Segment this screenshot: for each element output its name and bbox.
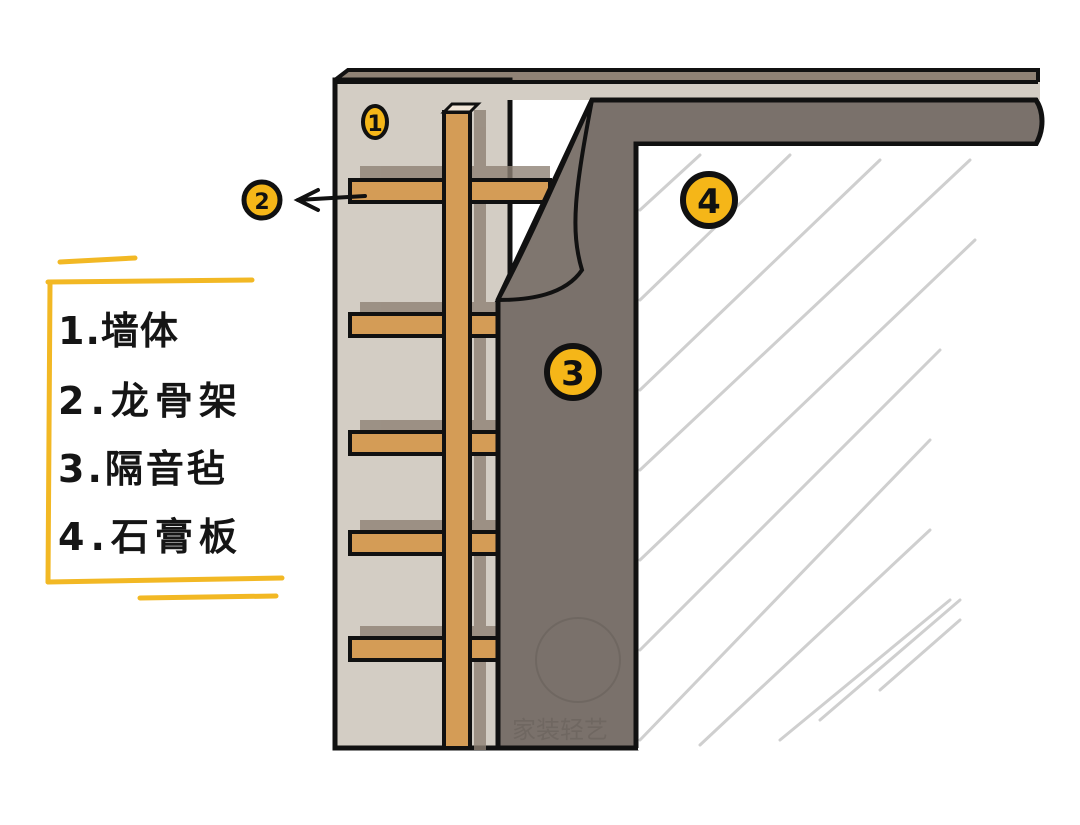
arrow-left-icon bbox=[293, 188, 367, 212]
legend-item-keel-frame: 2.龙骨架 bbox=[58, 379, 243, 423]
svg-text:1: 1 bbox=[367, 112, 382, 137]
badge-3: 3 bbox=[544, 343, 602, 401]
badge-4: 4 bbox=[680, 171, 738, 229]
svg-text:家装轻艺: 家装轻艺 bbox=[512, 716, 608, 744]
svg-text:3: 3 bbox=[561, 354, 585, 394]
legend-item-gypsum-board: 4.石膏板 bbox=[58, 515, 243, 559]
legend-bracket bbox=[45, 255, 285, 601]
gypsum-board-layer bbox=[633, 144, 1058, 750]
legend-item-wall: 1.墙体 bbox=[58, 309, 179, 353]
badge-1: 1 bbox=[361, 104, 389, 140]
legend: 1.墙体 2.龙骨架 3.隔音毡 4.石膏板 bbox=[46, 278, 286, 588]
svg-text:4: 4 bbox=[697, 182, 721, 222]
svg-text:2: 2 bbox=[254, 190, 269, 215]
badge-2: 2 bbox=[241, 179, 367, 221]
watermark: 家装轻艺 bbox=[512, 617, 621, 744]
legend-item-soundproof-felt: 3.隔音毡 bbox=[58, 447, 228, 491]
